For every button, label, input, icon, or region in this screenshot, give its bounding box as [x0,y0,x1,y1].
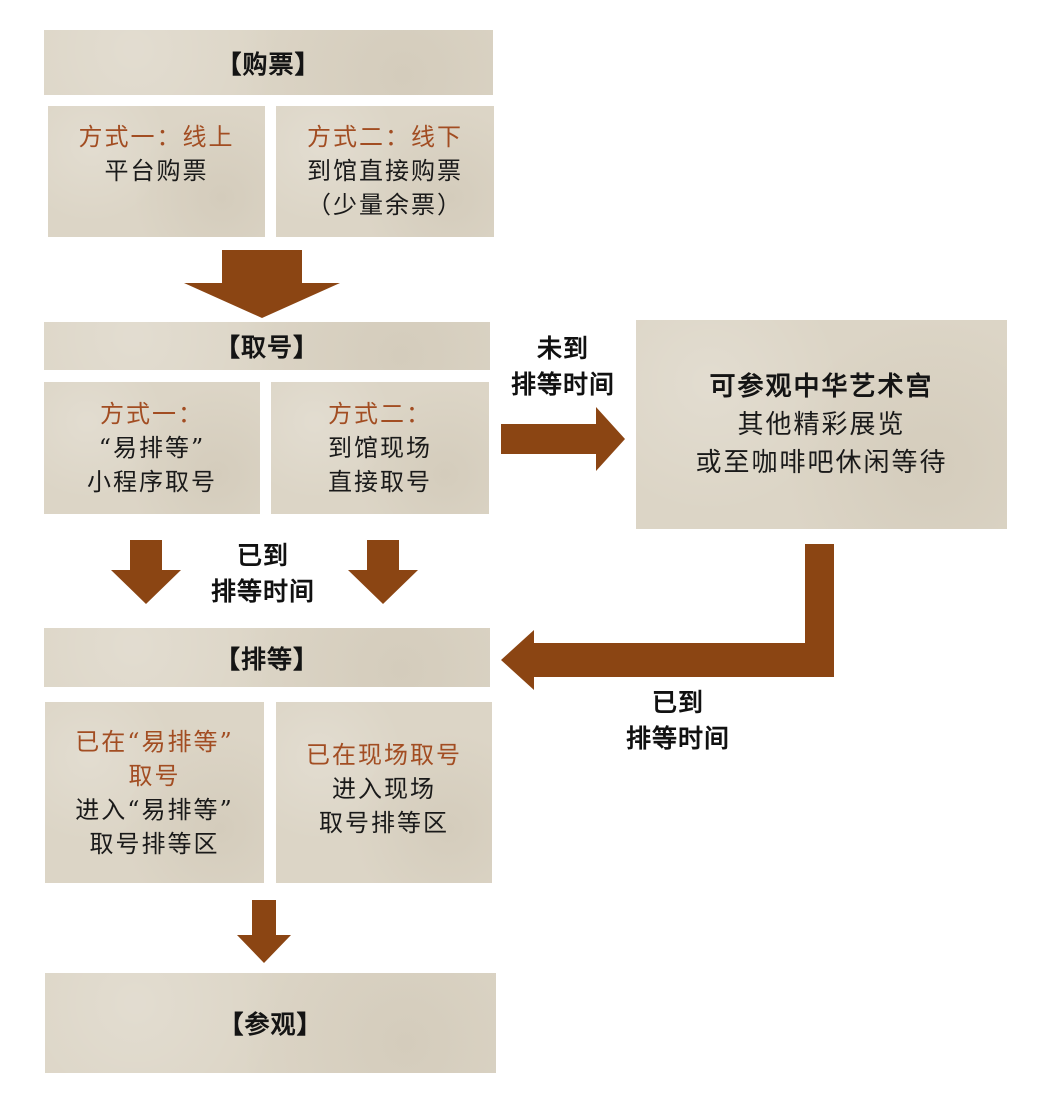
side-info-box: 可参观中华艺术宫 其他精彩展览 或至咖啡吧休闲等待 [636,320,1007,529]
side-info-line1: 其他精彩展览 [737,409,906,440]
side-info-title: 可参观中华艺术宫 [709,371,934,402]
queue-option2-title: 已在现场取号 [306,741,462,769]
label-arrived-right-line2: 排等时间 [625,724,730,753]
ticket-option2-box: 方式二： 到馆现场 直接取号 [271,382,489,514]
queue-option1-title1: 已在“易排等” [75,727,234,756]
ticket-header: 【取号】 [214,333,319,362]
label-arrived-left-line1: 已到 [236,541,289,570]
queue-header-box: 【排等】 [44,628,490,687]
label-not-yet-line1: 未到 [536,334,589,363]
queue-option1-title2: 取号 [128,761,181,790]
queue-option1-box: 已在“易排等” 取号 进入“易排等” 取号排等区 [45,702,264,883]
down-arrow-left [111,540,181,604]
queue-option1-line2: 取号排等区 [89,829,220,858]
visit-header: 【参观】 [218,1010,323,1039]
purchase-option1-box: 方式一：线上 平台购票 [48,106,265,237]
ticket-option1-line1: “易排等” [98,434,206,462]
right-arrow-not-yet [501,407,625,471]
ticket-header-box: 【取号】 [44,322,490,370]
queue-option2-box: 已在现场取号 进入现场 取号排等区 [276,702,492,883]
label-not-yet: 未到 排等时间 [498,331,628,403]
label-arrived-left: 已到 排等时间 [198,538,328,610]
label-not-yet-line2: 排等时间 [510,370,615,399]
queue-option2-line1: 进入现场 [332,775,436,803]
side-info-line2: 或至咖啡吧休闲等待 [695,447,948,478]
ticket-option1-title: 方式一： [100,400,204,428]
ticket-option1-box: 方式一： “易排等” 小程序取号 [44,382,260,514]
visit-box: 【参观】 [45,973,496,1073]
ticket-option1-line2: 小程序取号 [87,468,217,496]
purchase-option2-box: 方式二：线下 到馆直接购票 （少量余票） [276,106,494,237]
label-arrived-left-line2: 排等时间 [210,577,315,606]
label-arrived-right-line1: 已到 [651,688,704,717]
purchase-option2-title: 方式二：线下 [307,123,463,151]
queue-option2-line2: 取号排等区 [319,809,449,837]
down-arrow-visit [237,900,291,963]
purchase-header: 【购票】 [216,49,321,79]
ticket-option2-title: 方式二： [328,400,432,428]
ticket-option2-line2: 直接取号 [328,468,432,496]
down-arrow-purchase [184,250,340,318]
purchase-option2-line1: 到馆直接购票 [307,157,463,185]
purchase-option1-line: 平台购票 [104,157,209,185]
queue-option1-line1: 进入“易排等” [75,795,234,824]
down-arrow-right [348,540,418,604]
ticket-option2-line1: 到馆现场 [328,434,432,462]
purchase-header-box: 【购票】 [44,30,493,95]
return-arrow [501,544,834,690]
label-arrived-right: 已到 排等时间 [613,685,743,757]
purchase-option2-line2: （少量余票） [307,191,463,219]
queue-header: 【排等】 [214,644,319,674]
purchase-option1-title: 方式一：线上 [78,123,235,151]
